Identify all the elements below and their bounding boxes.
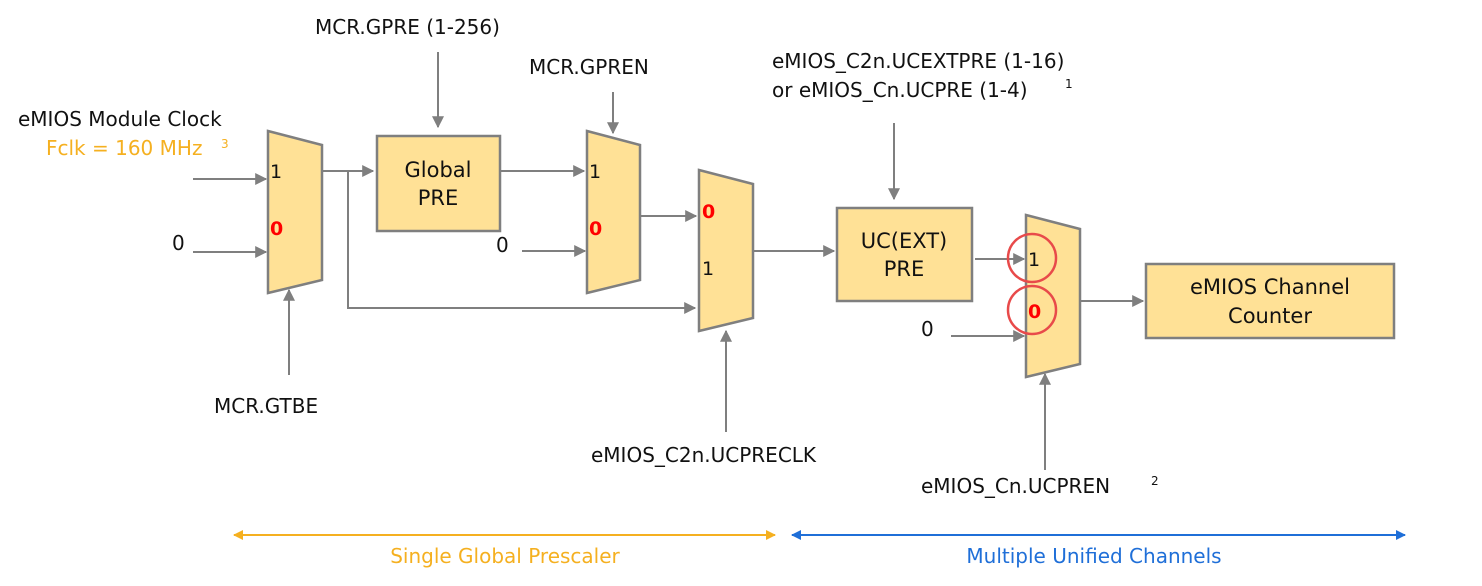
channel-counter-block xyxy=(1144,262,1396,340)
highlight-circle-input-0 xyxy=(1006,284,1058,336)
channel-counter-line2: Counter xyxy=(1228,304,1312,328)
global-pre-block xyxy=(375,134,502,233)
ucpren-label: eMIOS_Cn.UCPREN xyxy=(921,474,1110,498)
zero-input-label-1: 0 xyxy=(172,231,185,255)
clock-title-label: eMIOS Module Clock xyxy=(18,107,222,131)
ucpren-mux-input-0-selected: 0 xyxy=(1028,301,1041,323)
ucextpre-label-line1: eMIOS_C2n.UCEXTPRE (1-16) xyxy=(772,49,1064,73)
ucpreclk-mux-input-0-selected: 0 xyxy=(702,201,715,223)
bypass-wire xyxy=(347,171,697,314)
ucpren-footnote: 2 xyxy=(1151,474,1159,488)
clock-freq-label: Fclk = 160 MHz xyxy=(46,136,202,160)
gpren-mux xyxy=(585,129,642,295)
uc-ext-pre-line2: PRE xyxy=(884,257,925,281)
gpren-mux-input-0-selected: 0 xyxy=(589,218,602,240)
global-pre-line1: Global xyxy=(405,158,472,182)
uc-ext-pre-line1: UC(EXT) xyxy=(861,229,948,253)
clock-freq-footnote: 3 xyxy=(221,137,229,151)
gtbe-label: MCR.GTBE xyxy=(214,394,318,418)
gtbe-mux xyxy=(266,129,324,295)
channel-counter-line1: eMIOS Channel xyxy=(1190,275,1350,299)
highlight-circle-input-1 xyxy=(1006,232,1058,284)
ucpreclk-label: eMIOS_C2n.UCPRECLK xyxy=(591,443,817,467)
global-section-label: Single Global Prescaler xyxy=(390,544,620,568)
uc-ext-pre-block xyxy=(835,206,974,303)
ucpren-mux-input-1: 1 xyxy=(1028,249,1040,271)
gpren-mux-input-1: 1 xyxy=(589,161,601,183)
ucextpre-footnote: 1 xyxy=(1065,77,1073,91)
gpren-label: MCR.GPREN xyxy=(529,55,649,79)
gtbe-mux-input-0-selected: 0 xyxy=(270,218,283,240)
channels-section-label: Multiple Unified Channels xyxy=(966,544,1221,568)
zero-input-label-2: 0 xyxy=(496,233,509,257)
ucpreclk-mux-input-1: 1 xyxy=(702,258,714,280)
gtbe-mux-input-1: 1 xyxy=(270,161,282,183)
ucpreclk-mux xyxy=(697,168,755,333)
gpre-label: MCR.GPRE (1-256) xyxy=(315,15,500,39)
ucextpre-label-line2: or eMIOS_Cn.UCPRE (1-4) xyxy=(772,78,1028,102)
global-pre-line2: PRE xyxy=(418,186,459,210)
zero-input-label-3: 0 xyxy=(921,317,934,341)
